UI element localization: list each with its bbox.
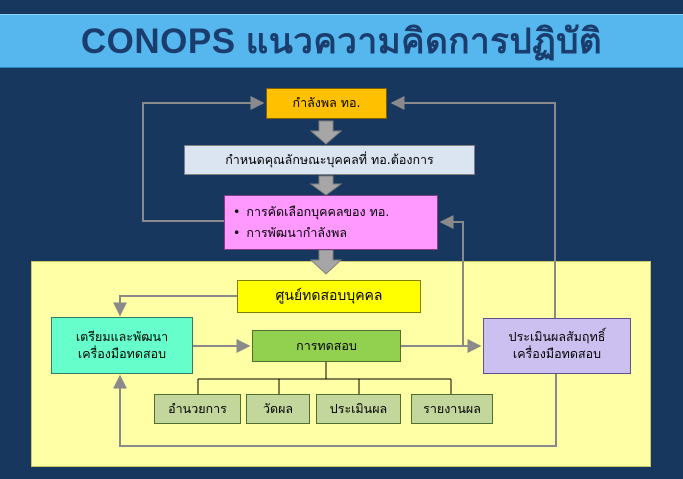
sub-step-label: วัดผล [262,400,294,416]
title-bar: CONOPS แนวความคิดการปฏิบัติ [0,14,683,68]
selection-item: • การพัฒนากำลังพล [233,225,347,242]
prepare-tools-box: เตรียมและพัฒนา เครื่องมือทดสอบ [51,317,193,374]
define-qualities-box: กำหนดคุณลักษณะบุคคลที่ ทอ.ต้องการ [184,145,475,175]
testing-center-box: ศูนย์ทดสอบบุคคล [237,280,421,313]
sub-step-box: ประเมินผล [316,394,401,424]
selection-item-label: การคัดเลือกบุคคลของ ทอ. [246,203,390,219]
sub-step-label: อำนวยการ [168,400,227,416]
testing-center-label: ศูนย์ทดสอบบุคคล [275,288,383,305]
define-qualities-label: กำหนดคุณลักษณะบุคคลที่ ทอ.ต้องการ [225,151,434,167]
selection-box: • การคัดเลือกบุคคลของ ทอ. • การพัฒนากำลังพ… [224,195,438,250]
bullet-icon: • [233,203,241,219]
block-arrow-forces-to-define [309,120,343,145]
sub-step-box: วัดผล [246,394,310,424]
evaluate-tools-line: ประเมินผลสัมฤทธิ์ [508,329,606,345]
sub-step-box: รายงานผล [411,394,493,424]
forces-box: กำลังพล ทอ. [266,88,387,119]
bullet-icon: • [233,224,241,240]
evaluate-tools-line: เครื่องมือทดสอบ [512,346,602,361]
prepare-tools-line: เตรียมและพัฒนา [75,328,169,344]
sub-step-label: ประเมินผล [329,400,388,416]
sub-step-label: รายงานผล [423,400,481,416]
evaluate-tools-box: ประเมินผลสัมฤทธิ์ เครื่องมือทดสอบ [483,318,631,374]
page-title: CONOPS แนวความคิดการปฏิบัติ [80,21,603,61]
testing-box: การทดสอบ [252,330,401,362]
forces-label: กำลังพล ทอ. [292,95,361,111]
prepare-tools-line: เครื่องมือทดสอบ [77,345,167,361]
sub-step-box: อำนวยการ [154,394,241,424]
selection-item-label: การพัฒนากำลังพล [246,224,348,240]
testing-label: การทดสอบ [296,337,357,353]
selection-item: • การคัดเลือกบุคคลของ ทอ. [233,204,389,221]
block-arrow-define-to-selection [309,175,343,196]
